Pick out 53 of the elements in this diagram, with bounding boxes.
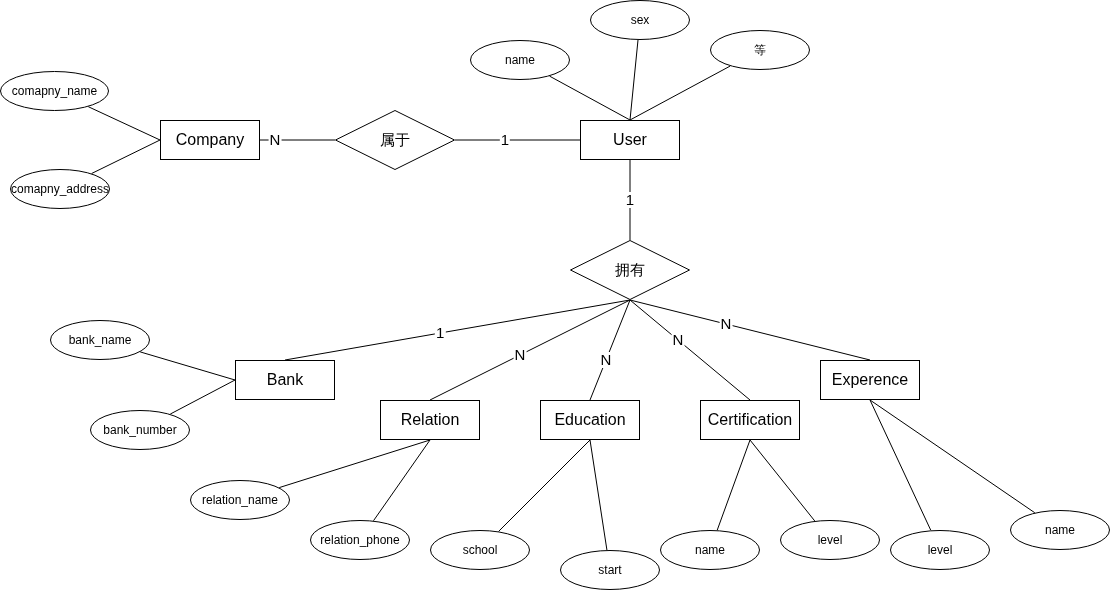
entity-box: Relation <box>380 400 480 440</box>
attribute-ellipse: bank_number <box>90 410 190 450</box>
connector-line <box>259 139 336 141</box>
cardinality-label: 1 <box>435 325 446 341</box>
connector-line <box>139 351 236 381</box>
attribute-ellipse: bank_name <box>50 320 150 360</box>
relationship-diamond: 拥有 <box>570 240 690 300</box>
connector-line <box>169 379 236 415</box>
connector-line <box>454 139 581 141</box>
attribute-ellipse: level <box>780 520 880 560</box>
attribute-ellipse: sex <box>590 0 690 40</box>
entity-box: Experence <box>820 360 920 400</box>
entity-box: Education <box>540 400 640 440</box>
attribute-ellipse: relation_phone <box>310 520 410 560</box>
entity-box: User <box>580 120 680 160</box>
connector-line <box>629 65 731 121</box>
attribute-ellipse: 等 <box>710 30 810 70</box>
attribute-ellipse: level <box>890 530 990 570</box>
connector-line <box>629 39 639 121</box>
cardinality-label: N <box>268 132 282 148</box>
cardinality-label: 1 <box>499 132 511 148</box>
connector-line <box>589 299 631 401</box>
connector-line <box>869 399 1036 514</box>
connector-line <box>498 439 591 532</box>
connector-line <box>549 75 631 121</box>
relationship-diamond: 属于 <box>335 110 455 170</box>
connector-line <box>278 439 431 489</box>
connector-line <box>629 299 751 401</box>
connector-line <box>589 439 608 551</box>
cardinality-label: N <box>599 352 613 368</box>
connector-line <box>869 399 932 531</box>
connector-line <box>749 439 816 522</box>
entity-box: Company <box>160 120 260 160</box>
connector-line <box>87 106 161 141</box>
connector-line <box>716 439 751 531</box>
attribute-ellipse: school <box>430 530 530 570</box>
connector-line <box>91 139 161 174</box>
entity-box: Bank <box>235 360 335 400</box>
cardinality-label: N <box>513 347 527 363</box>
connector-line <box>429 299 631 401</box>
attribute-ellipse: comapny_address <box>10 169 110 209</box>
connector-line <box>373 439 431 522</box>
attribute-ellipse: name <box>470 40 570 80</box>
attribute-ellipse: comapny_name <box>0 71 109 111</box>
attribute-ellipse: name <box>1010 510 1110 550</box>
cardinality-label: 1 <box>624 192 636 208</box>
cardinality-label: N <box>719 316 733 332</box>
entity-box: Certification <box>700 400 800 440</box>
attribute-ellipse: name <box>660 530 760 570</box>
attribute-ellipse: start <box>560 550 660 590</box>
attribute-ellipse: relation_name <box>190 480 290 520</box>
connector-line <box>629 299 871 361</box>
cardinality-label: N <box>671 332 685 348</box>
